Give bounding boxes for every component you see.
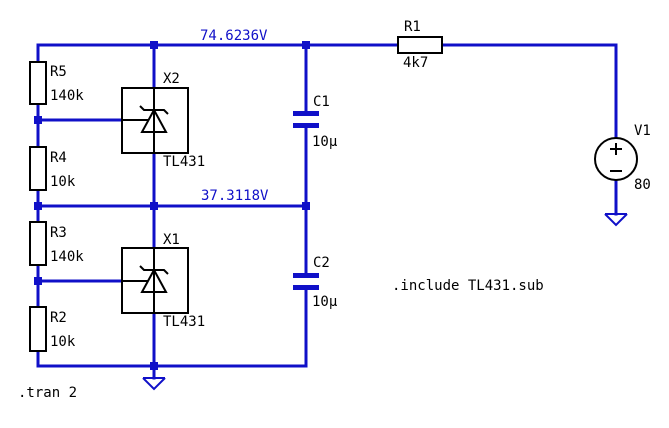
junction-dot	[34, 277, 42, 285]
r2-value-label: 10k	[50, 334, 76, 350]
resistor-r5[interactable]	[29, 61, 47, 105]
junction-dot	[150, 362, 158, 370]
v1-name-label: V1	[634, 123, 651, 139]
ground-symbol	[142, 377, 166, 391]
x2-value-label: TL431	[163, 154, 205, 170]
node-voltage-mid: 37.3118V	[201, 188, 269, 204]
r3-name-label: R3	[50, 225, 67, 241]
shunt-regulator-x2[interactable]	[121, 87, 189, 154]
r4-name-label: R4	[50, 150, 67, 166]
x1-name-label: X1	[163, 232, 180, 248]
resistor-r3[interactable]	[29, 221, 47, 266]
junction-dot	[34, 116, 42, 124]
r5-name-label: R5	[50, 64, 67, 80]
resistor-r2[interactable]	[29, 306, 47, 352]
c1-value-label: 10µ	[312, 134, 338, 150]
junction-dot	[302, 202, 310, 210]
shunt-regulator-x1[interactable]	[121, 247, 189, 314]
capacitor-c2[interactable]	[293, 273, 319, 290]
junction-dot	[150, 41, 158, 49]
c2-name-label: C2	[313, 255, 330, 271]
junction-dot	[34, 202, 42, 210]
r2-name-label: R2	[50, 310, 67, 326]
v1-value-label: 80	[634, 177, 651, 193]
junction-dot	[302, 41, 310, 49]
tran-directive[interactable]: .tran 2	[18, 385, 77, 401]
c2-value-label: 10µ	[312, 294, 338, 310]
include-directive[interactable]: .include TL431.sub	[392, 278, 544, 294]
r1-name-label: R1	[404, 19, 421, 35]
r4-value-label: 10k	[50, 174, 76, 190]
resistor-r4[interactable]	[29, 146, 47, 191]
r1-value-label: 4k7	[403, 55, 428, 71]
r5-value-label: 140k	[50, 88, 84, 104]
capacitor-c1[interactable]	[293, 111, 319, 128]
x2-name-label: X2	[163, 71, 180, 87]
c1-name-label: C1	[313, 94, 330, 110]
resistor-r1[interactable]	[397, 36, 443, 54]
x1-value-label: TL431	[163, 314, 205, 330]
ground-symbol	[604, 213, 628, 227]
junction-dot	[150, 202, 158, 210]
junctions	[34, 41, 310, 370]
voltage-source-v1[interactable]	[594, 137, 638, 181]
node-voltage-top: 74.6236V	[200, 28, 268, 44]
r3-value-label: 140k	[50, 249, 84, 265]
